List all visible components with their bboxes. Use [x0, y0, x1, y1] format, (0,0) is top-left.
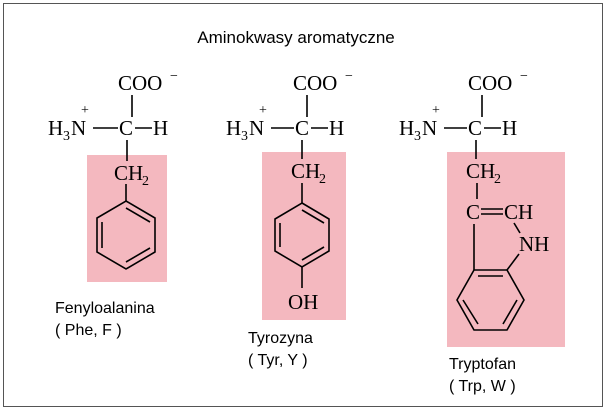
tyr-alpha-H: H: [329, 116, 344, 140]
phe-structure: COO − H 3 N + C H CH 2: [48, 69, 178, 270]
tyr-amine-H: H: [226, 116, 241, 140]
tyr-ch2-sub: 2: [319, 172, 326, 187]
phe-ch2-sub: 2: [142, 174, 149, 189]
trp-alpha-H: H: [502, 116, 517, 140]
trp-abbreviation: ( Trp, W ): [449, 378, 516, 395]
tyr-carboxyl: COO: [293, 71, 337, 95]
phe-abbreviation: ( Phe, F ): [55, 322, 122, 339]
tyr-side-chain-highlight: [262, 152, 346, 320]
phe-alpha-C: C: [119, 116, 133, 140]
trp-ch2: CH: [466, 159, 495, 183]
trp-structure: COO − H 3 N + C H CH 2 C CH NH: [399, 69, 549, 331]
trp-amine-H: H: [399, 116, 414, 140]
trp-ring-NH: NH: [519, 232, 549, 256]
trp-amine-N: N: [422, 116, 437, 140]
trp-amine-sub: 3: [414, 129, 421, 144]
phe-ch2: CH: [114, 161, 143, 185]
phe-carboxyl: COO: [118, 71, 162, 95]
phe-plus: +: [81, 103, 89, 118]
tyr-plus: +: [259, 103, 267, 118]
phe-name: Fenyloalanina: [55, 300, 155, 317]
trp-carboxyl: COO: [468, 71, 512, 95]
trp-minus: −: [520, 69, 528, 84]
trp-ch2-sub: 2: [494, 172, 501, 187]
trp-alpha-C: C: [468, 116, 482, 140]
tyr-alpha-C: C: [295, 116, 309, 140]
tyr-ch2: CH: [291, 159, 320, 183]
diagram-title: Aminokwasy aromatyczne: [197, 28, 395, 47]
tyr-name: Tyrozyna: [248, 330, 313, 347]
phe-alpha-H: H: [153, 116, 168, 140]
phe-minus: −: [170, 69, 178, 84]
trp-plus: +: [432, 103, 440, 118]
tyr-structure: COO − H 3 N + C H CH 2 OH: [226, 69, 353, 314]
diagram-frame: [3, 3, 603, 407]
tyr-minus: −: [345, 69, 353, 84]
phe-amine-H: H: [48, 116, 63, 140]
tyr-hydroxyl: OH: [288, 290, 318, 314]
tyr-amine-sub: 3: [241, 129, 248, 144]
trp-ring-C: C: [466, 200, 480, 224]
trp-side-chain-highlight: [447, 152, 565, 347]
tyr-amine-N: N: [249, 116, 264, 140]
trp-ring-CH: CH: [504, 200, 533, 224]
trp-name: Tryptofan: [449, 356, 516, 373]
phe-amine-sub: 3: [63, 129, 70, 144]
phe-amine-N: N: [71, 116, 86, 140]
tyr-abbreviation: ( Tyr, Y ): [248, 352, 308, 369]
